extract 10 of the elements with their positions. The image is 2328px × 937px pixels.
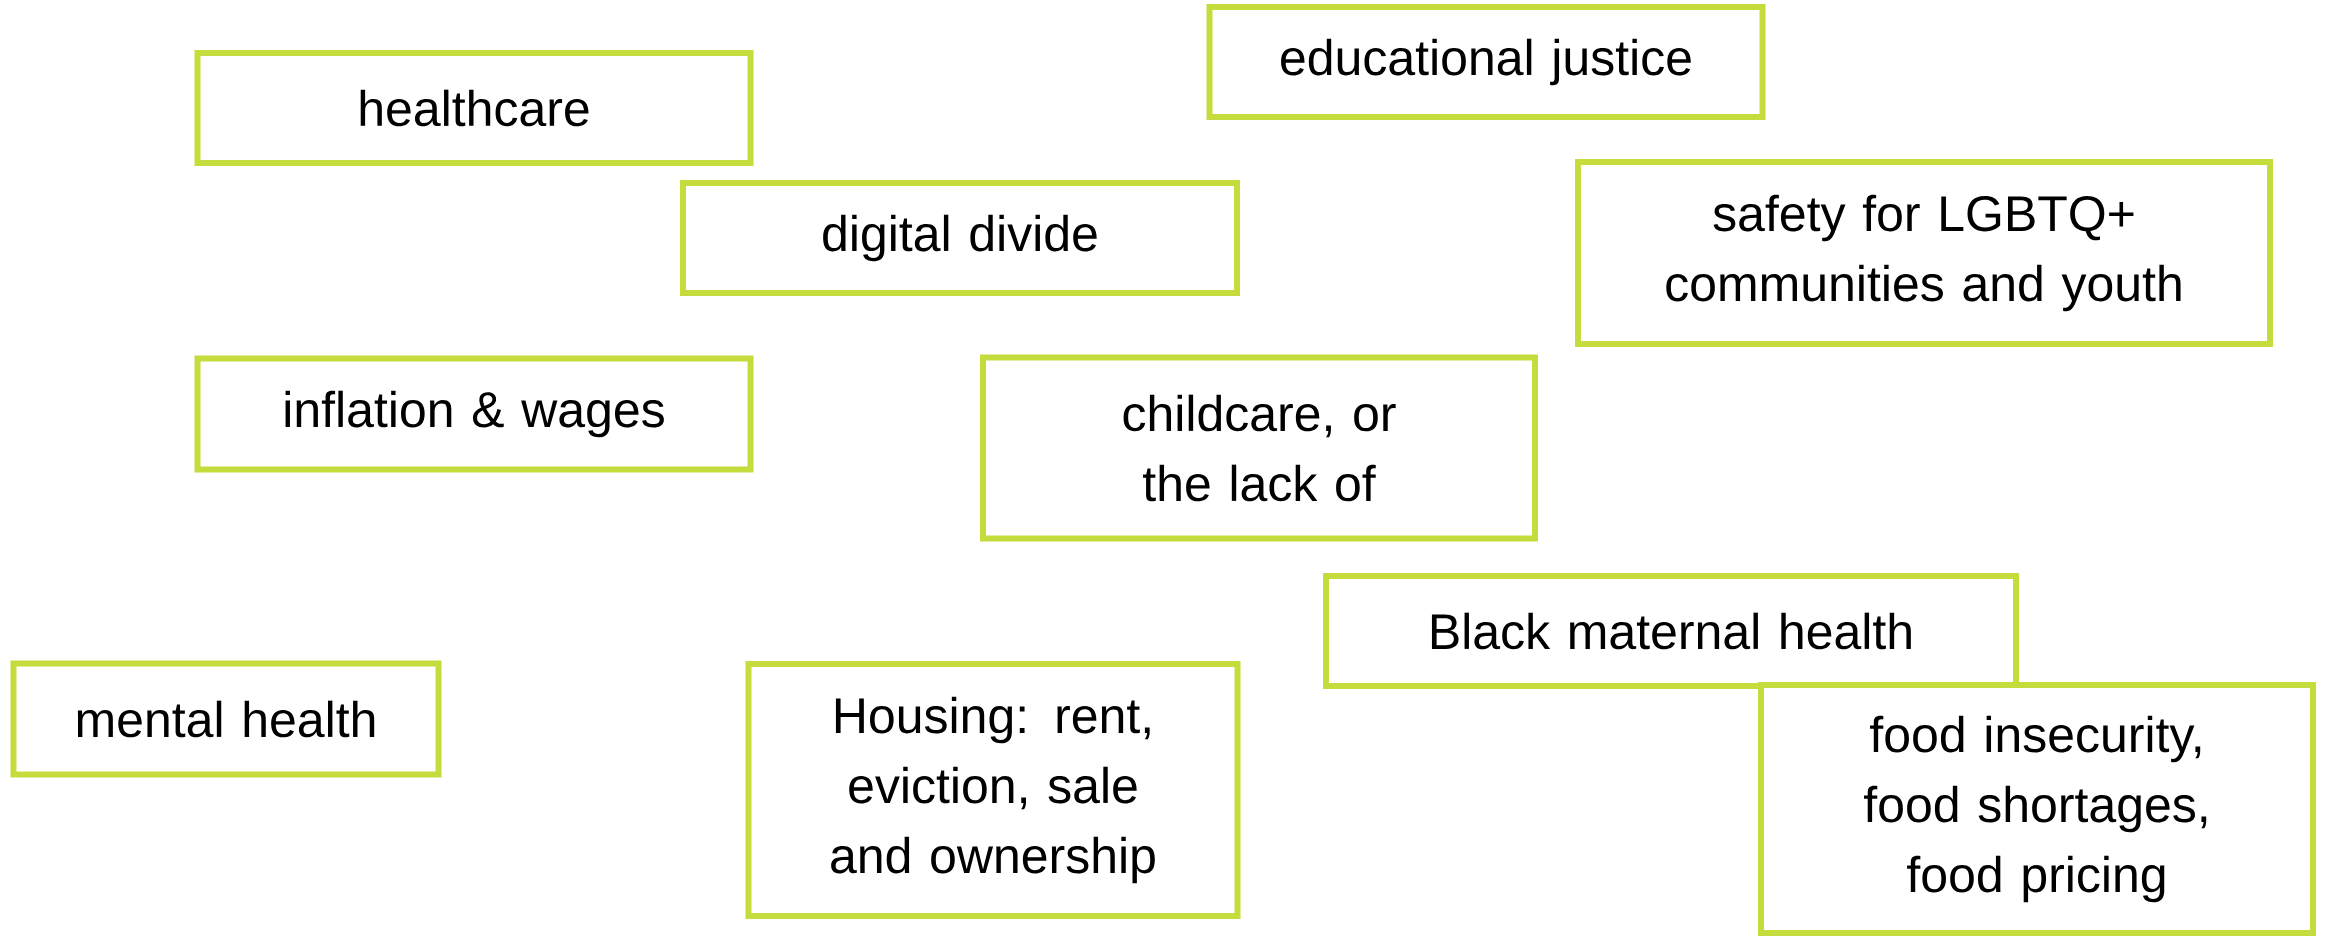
topic-box: childcare, or the lack of — [980, 354, 1538, 542]
topic-box: Black maternal health — [1323, 573, 2019, 689]
topic-box: food insecurity, food shortages, food pricing — [1758, 682, 2317, 936]
topic-box: educational justice — [1206, 4, 1766, 120]
topic-box: digital divide — [680, 180, 1240, 296]
topic-box: Housing: rent, eviction, sale and ownership — [745, 661, 1241, 919]
topic-box: healthcare — [194, 50, 754, 166]
topic-box: safety for LGBTQ+ communities and youth — [1575, 159, 2274, 347]
topic-box: mental health — [10, 660, 442, 778]
topic-box: inflation & wages — [194, 355, 754, 473]
